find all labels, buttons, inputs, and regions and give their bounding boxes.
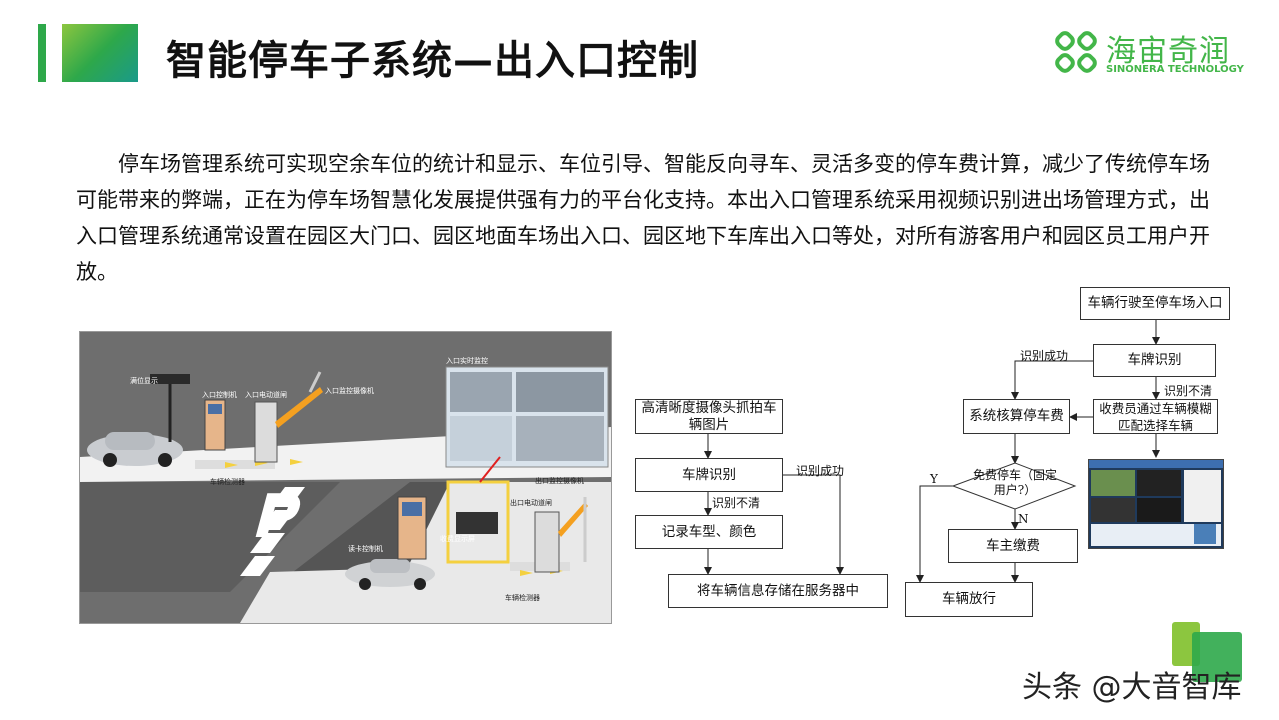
flow-right-pay: 车主缴费 (948, 529, 1078, 563)
label-card-reader: 读卡控制机 (348, 545, 383, 553)
title-accent-bar (38, 24, 46, 82)
intro-paragraph: 停车场管理系统可实现空余车位的统计和显示、车位引导、智能反向寻车、灵活多变的停车… (76, 152, 1210, 284)
logo-knot-icon (1055, 31, 1097, 73)
flow-right-fail-label: 识别不清 (1164, 384, 1213, 398)
flow-left-fail-label: 识别不清 (712, 496, 761, 510)
parking-scene-drawing: P (80, 332, 611, 623)
logo-text-en: SINONERA TECHNOLOGY (1106, 64, 1244, 75)
label-entry-camera: 入口监控摄像机 (325, 387, 374, 395)
title-accent-block (62, 24, 138, 82)
flow-right-manual-match: 收费员通过车辆模糊匹配选择车辆 (1093, 399, 1218, 434)
flow-right-decision: 免费停车（固定用户?） (972, 468, 1057, 497)
page-title: 智能停车子系统—出入口控制 (166, 38, 699, 84)
flow-right-arrive: 车辆行驶至停车场入口 (1080, 287, 1230, 320)
flow-right-recognize: 车牌识别 (1093, 344, 1216, 377)
label-entry-barrier: 入口电动道闸 (245, 391, 287, 399)
label-entry-monitor: 入口实时监控 (446, 357, 488, 365)
flow-left-success-label: 识别成功 (796, 464, 845, 478)
label-exit-barrier: 出口电动道闸 (510, 499, 552, 507)
flow-left-recognize: 车牌识别 (635, 458, 783, 492)
flow-left-record: 记录车型、颜色 (635, 515, 783, 549)
label-vehicle-detector-top: 车辆检测器 (210, 478, 245, 486)
label-entry-controller: 入口控制机 (202, 391, 237, 399)
company-logo: 海宙奇润 SINONERA TECHNOLOGY (1050, 24, 1250, 80)
flow-left-store: 将车辆信息存储在服务器中 (668, 574, 888, 608)
corner-decoration-dark (1192, 632, 1242, 682)
label-vehicle-detector-bottom: 车辆检测器 (505, 594, 540, 602)
label-full-display: 满位显示 (130, 377, 158, 385)
flow-right-system-calc: 系统核算停车费 (963, 399, 1070, 434)
flow-right-decision-no: N (1018, 512, 1029, 526)
monitoring-software-screenshot (1088, 459, 1224, 549)
flow-right-release: 车辆放行 (905, 582, 1033, 617)
flow-right-decision-yes: Y (930, 472, 938, 486)
logo-text-cn: 海宙奇润 (1106, 34, 1230, 69)
parking-scene-illustration: P (79, 331, 612, 624)
watermark: 头条 @大音智库 (1022, 670, 1242, 705)
label-fee-display: 收费显示屏 (440, 535, 475, 543)
label-exit-camera: 出口监控摄像机 (535, 477, 584, 485)
flow-left-capture: 高清晰度摄像头抓拍车辆图片 (635, 399, 783, 434)
flow-right-success-label: 识别成功 (1020, 349, 1069, 363)
software-screen-drawing (1089, 460, 1223, 546)
